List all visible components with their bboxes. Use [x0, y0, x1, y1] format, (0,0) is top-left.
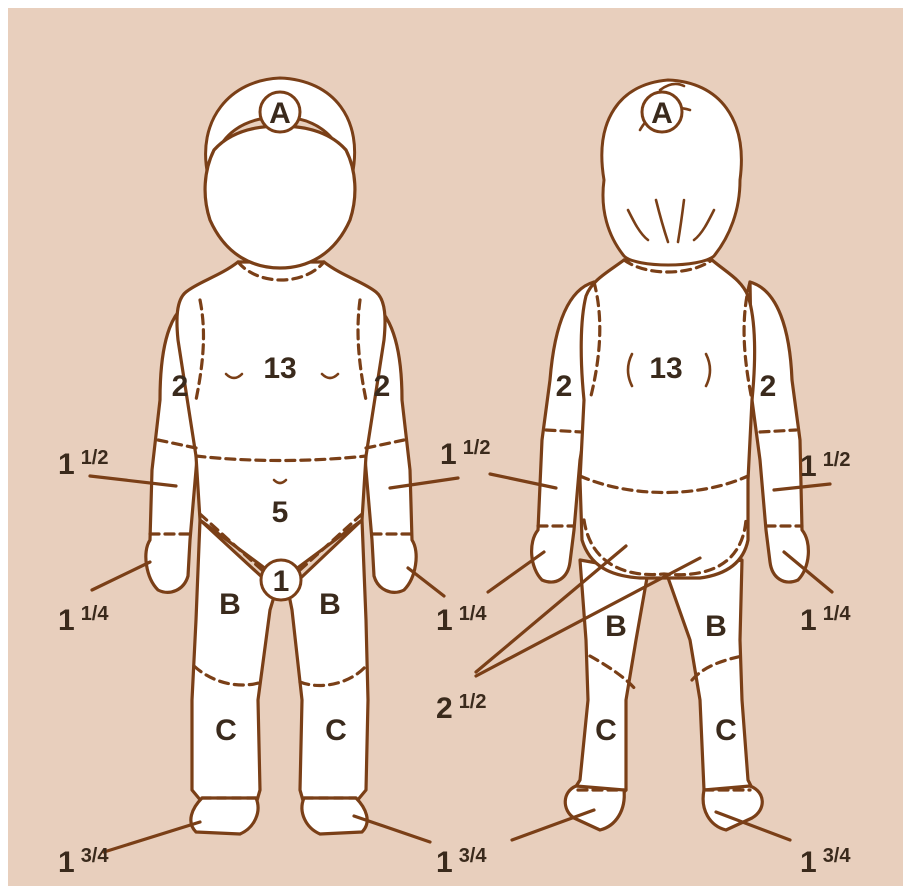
- front-abdomen-label: 5: [272, 496, 289, 529]
- back-thigh-left-label: B: [605, 610, 627, 643]
- back-head-label: A: [651, 97, 673, 130]
- front-leg-right-label: C: [325, 714, 347, 747]
- front-thigh-left-label: B: [219, 588, 241, 621]
- back-upper-arm-left-label: 2: [556, 370, 573, 403]
- back-left-elbow-line: [546, 430, 582, 432]
- back-thigh-right-label: B: [705, 610, 727, 643]
- front-thigh-right-label: B: [319, 588, 341, 621]
- back-back-label: 13: [649, 352, 682, 385]
- front-head-label: A: [269, 97, 291, 130]
- back-leg-left-label: C: [595, 714, 617, 747]
- front-left-foot: [191, 798, 258, 834]
- back-torso: [580, 260, 755, 578]
- back-leg-right-label: C: [715, 714, 737, 747]
- back-right-elbow-line: [760, 430, 796, 432]
- front-upper-arm-right-label: 2: [374, 370, 391, 403]
- front-leg-left-label: C: [215, 714, 237, 747]
- front-genital-label: 1: [273, 565, 290, 598]
- front-chest-label: 13: [263, 352, 296, 385]
- front-face: [205, 126, 355, 268]
- front-upper-arm-left-label: 2: [172, 370, 189, 403]
- back-upper-arm-right-label: 2: [760, 370, 777, 403]
